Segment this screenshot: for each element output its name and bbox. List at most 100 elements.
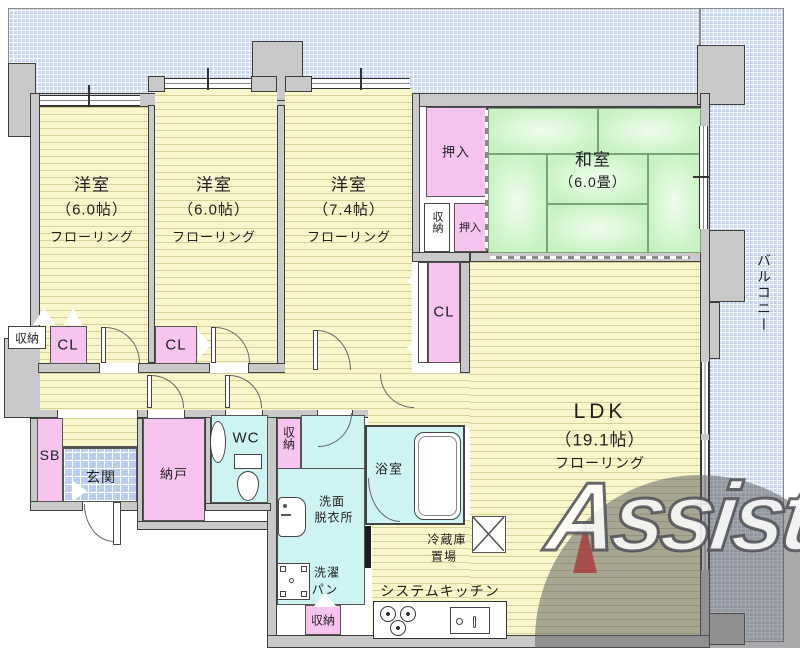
shuno-west1-label: 収納 xyxy=(14,331,40,346)
ldk-title: LDK xyxy=(573,400,627,423)
tatami-mat xyxy=(547,204,648,253)
room-divider xyxy=(277,105,285,373)
shoe-box-label: SB xyxy=(39,447,61,463)
window-jamb xyxy=(285,76,312,92)
washroom-label-2: 脱衣所 xyxy=(314,510,354,525)
oshiire-bottom-wall xyxy=(412,252,470,262)
wc-label: WC xyxy=(232,429,260,447)
tatami-mat xyxy=(648,154,701,253)
west3-title: 洋室 xyxy=(331,175,367,195)
wc-bottom-wall xyxy=(205,503,271,511)
entrance-door-leaf xyxy=(113,502,121,545)
kitchen-sink xyxy=(450,607,490,634)
window-tick xyxy=(360,68,362,90)
cl-right-wall xyxy=(460,262,470,373)
fridge-space-label-2: 置場 xyxy=(430,549,458,564)
tatami-mat xyxy=(488,108,598,154)
cl-west2-label: CL xyxy=(165,336,187,354)
ldk-floor-arm xyxy=(368,408,470,428)
entrance-label: 玄関 xyxy=(86,469,116,485)
west3-floor xyxy=(285,88,412,373)
oshiire-small-label: 押入 xyxy=(459,222,481,234)
toilet-tank xyxy=(234,454,262,469)
upper-balcony-area xyxy=(8,8,700,96)
fold-door-marker xyxy=(407,270,418,292)
entrance-hall-floor xyxy=(63,418,137,448)
watermark-logo-text: Assist xyxy=(540,461,800,573)
toilet-bowl xyxy=(237,471,259,501)
stove-burner xyxy=(380,606,396,622)
nando-room xyxy=(143,418,205,521)
fusuma-track xyxy=(490,256,690,259)
room-divider xyxy=(148,105,155,363)
laundry-pan-label-1: 洗濯 xyxy=(313,565,341,580)
closet-west3 xyxy=(428,262,460,363)
west2-size: （6.0帖） xyxy=(178,201,250,219)
fusuma-track-vertical xyxy=(485,110,488,250)
window xyxy=(40,95,140,106)
hall-top-wall xyxy=(38,363,100,373)
window xyxy=(701,362,709,434)
fridge-space-label-1: 冷蔵庫 xyxy=(427,532,467,547)
window-jamb xyxy=(251,76,277,92)
closet-west1 xyxy=(50,326,87,364)
window-tick xyxy=(207,68,209,90)
shuno-tatami xyxy=(424,203,450,252)
west1-title: 洋室 xyxy=(74,175,110,195)
shuno-west1 xyxy=(8,326,46,349)
shuno-hall-label: 収納 xyxy=(281,426,296,450)
door-leaf xyxy=(313,330,318,370)
laundry-pan xyxy=(277,563,310,600)
ldk-size: （19.1帖） xyxy=(554,430,646,450)
faucet xyxy=(473,616,476,628)
stove-burner xyxy=(400,606,416,622)
window-tick xyxy=(88,85,90,107)
laundry-pan-label-2: パン xyxy=(311,582,339,597)
west2-title: 洋室 xyxy=(196,175,232,195)
kitchen-divider-wall xyxy=(365,526,371,568)
shuno-tatami-label: 収納 xyxy=(431,211,443,233)
window-jamb xyxy=(148,76,165,92)
shuno-hall xyxy=(277,418,301,470)
nando-bottom-wall xyxy=(137,521,273,530)
bathroom-label: 浴室 xyxy=(374,461,404,477)
door-leaf xyxy=(225,375,230,408)
window-tick xyxy=(693,176,709,178)
entrance-wall xyxy=(30,501,83,511)
oshiire-large xyxy=(426,107,487,197)
bathtub xyxy=(414,432,461,520)
cl-west3-label: CL xyxy=(433,303,455,321)
door-leaf xyxy=(101,327,106,363)
tatami-mat xyxy=(598,108,701,154)
nando-label: 納戸 xyxy=(159,466,189,482)
hall-top-wall xyxy=(138,363,210,373)
west1-size: （6.0帖） xyxy=(56,201,128,219)
washbasin xyxy=(278,497,306,537)
west2-floor-type: フローリング xyxy=(171,229,257,245)
kitchen-counter xyxy=(373,601,507,639)
door-leaf xyxy=(211,327,216,363)
west1-floor-type: フローリング xyxy=(49,229,135,245)
balcony-label: バルコニー xyxy=(756,253,772,333)
room-divider xyxy=(412,93,420,262)
washroom-label-1: 洗面 xyxy=(318,494,346,509)
tatami-mat xyxy=(488,154,547,253)
west3-floor-type: フローリング xyxy=(306,229,392,245)
japanese-room-size: （6.0畳） xyxy=(559,174,627,190)
stove-burner xyxy=(390,620,406,636)
closet-west2 xyxy=(155,326,197,364)
west1-floor xyxy=(40,107,148,363)
tatami-mat xyxy=(547,154,648,204)
japanese-room xyxy=(487,107,701,253)
fridge-space-box xyxy=(472,516,506,553)
west2-floor xyxy=(155,88,277,363)
west3-size: （7.4帖） xyxy=(313,201,385,219)
system-kitchen-label: システムキッチン xyxy=(380,583,500,599)
oshiire-large-label: 押入 xyxy=(441,144,471,160)
fold-door-marker xyxy=(407,337,418,359)
wc-sink xyxy=(210,421,226,463)
shuno-kitchen-label: 収納 xyxy=(310,613,336,628)
cl-west1-label: CL xyxy=(57,336,79,354)
entrance-step-line xyxy=(63,446,137,448)
